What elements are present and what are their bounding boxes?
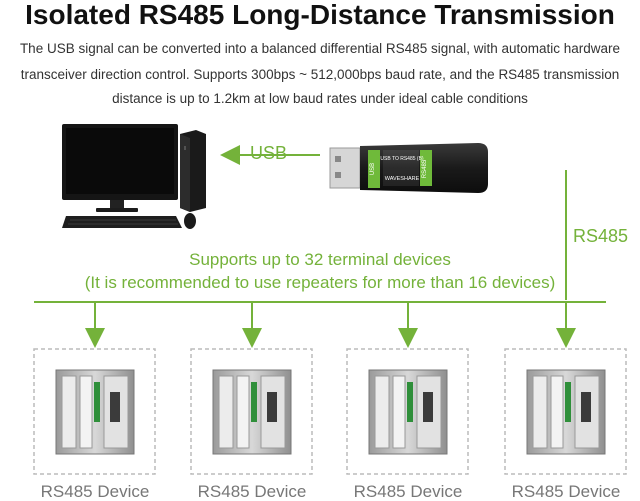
pc-tower-icon xyxy=(180,130,206,212)
device-1-label: RS485 Device xyxy=(40,482,150,501)
page-title: Isolated RS485 Long-Distance Transmissio… xyxy=(25,0,615,30)
device-2 xyxy=(190,348,313,475)
keyboard-icon xyxy=(62,216,182,228)
device-4-label: RS485 Device xyxy=(511,482,621,501)
support-line-1: Supports up to 32 terminal devices xyxy=(189,250,451,269)
device-3-label: RS485 Device xyxy=(353,482,463,501)
device-2-label: RS485 Device xyxy=(197,482,307,501)
description-line-2: transceiver direction control. Supports … xyxy=(20,67,620,82)
monitor-icon xyxy=(62,124,178,212)
device-1 xyxy=(33,348,156,475)
description-line-1: The USB signal can be converted into a b… xyxy=(19,41,621,56)
mouse-icon xyxy=(184,213,196,229)
converter-usb-tag: USB xyxy=(370,163,376,175)
rs485-label: RS485 xyxy=(573,226,629,246)
usb-label: USB xyxy=(250,143,288,163)
converter-rs485-tag: RS485 xyxy=(422,159,428,178)
converter-model-text: USB TO RS485 (B) xyxy=(380,156,423,162)
usb-rs485-converter xyxy=(329,143,488,193)
description-line-3: distance is up to 1.2km at low baud rate… xyxy=(112,91,528,106)
converter-brand-text: WAVESHARE xyxy=(385,176,420,182)
device-4 xyxy=(504,348,627,475)
device-3 xyxy=(346,348,469,475)
support-line-2: (It is recommended to use repeaters for … xyxy=(84,273,556,292)
